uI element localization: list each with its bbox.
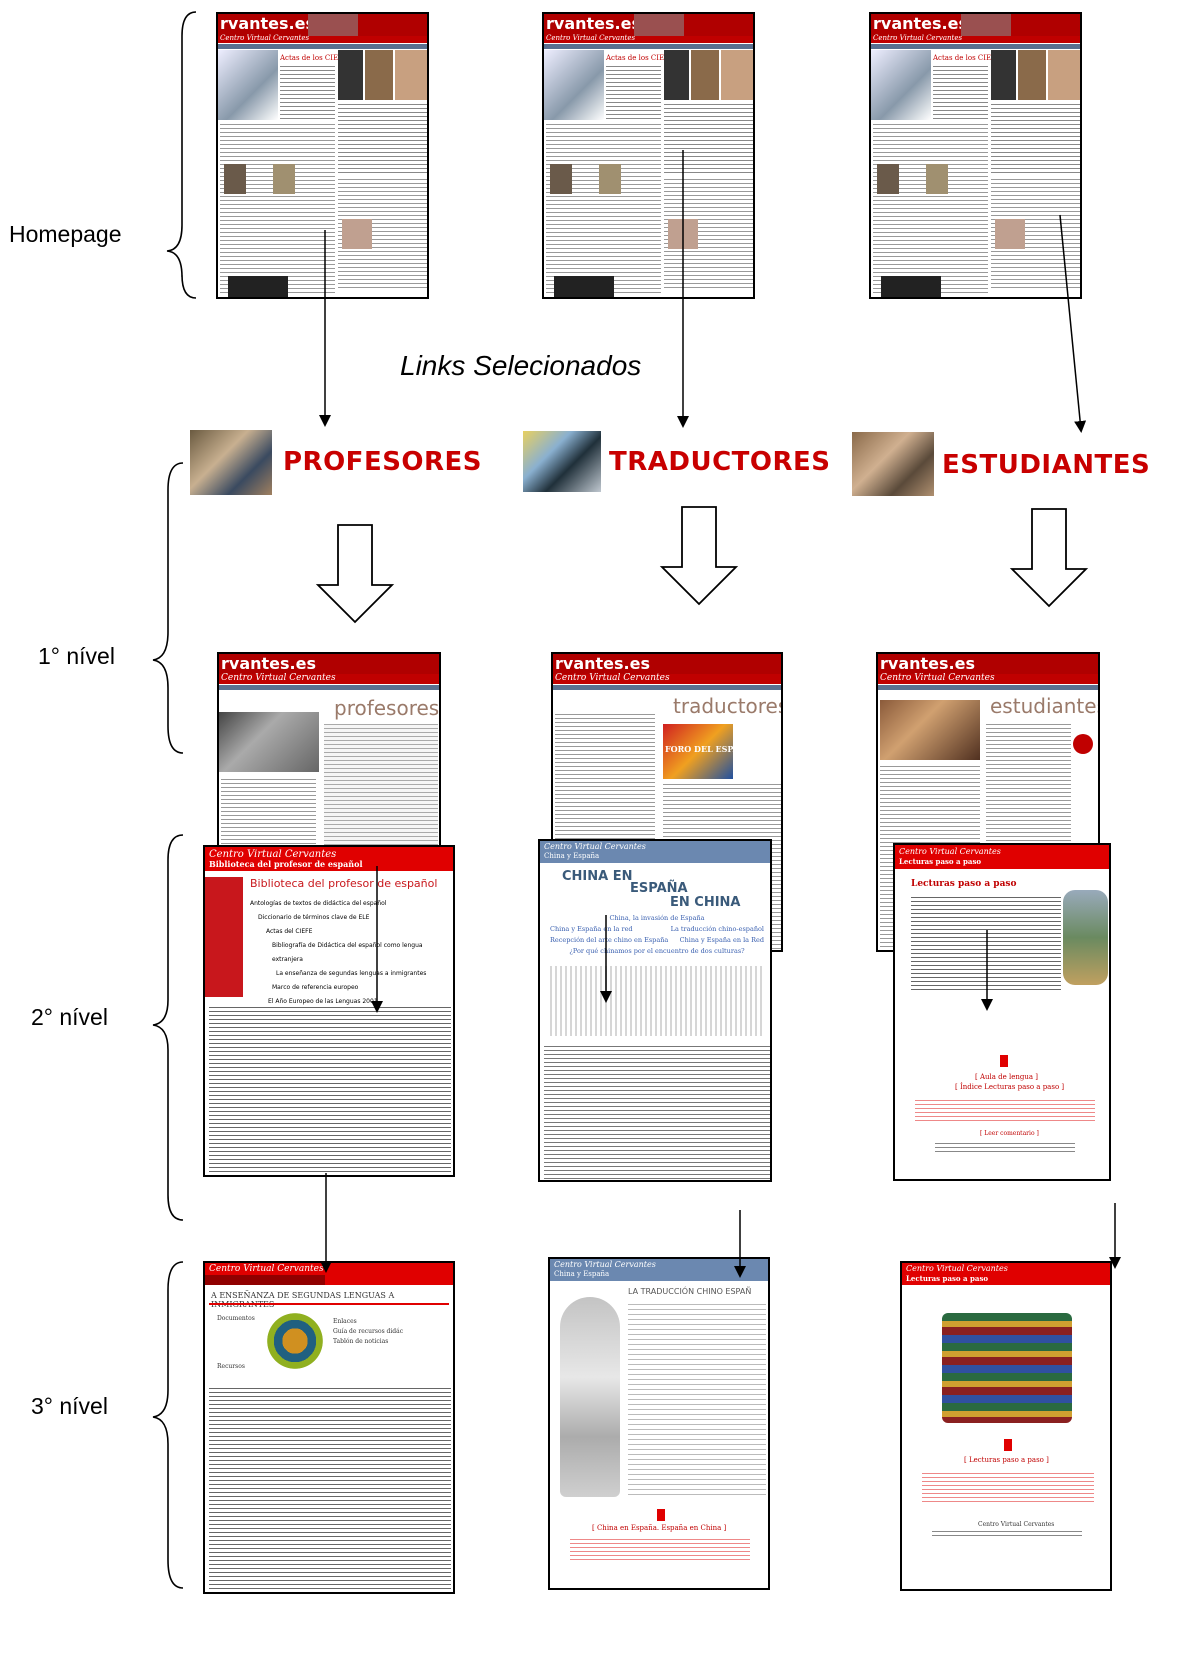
level2-biblioteca-screenshot[interactable]: Centro Virtual Cervantes Biblioteca del … bbox=[203, 845, 455, 1177]
hollow-arrow-traductores bbox=[659, 506, 739, 606]
list-item[interactable]: La enseñanza de segundas lenguas a inmig… bbox=[276, 970, 427, 977]
link-indice[interactable]: [ Índice Lecturas paso a paso ] bbox=[955, 1083, 1065, 1091]
list-item[interactable]: Antologías de textos de didáctica del es… bbox=[250, 900, 387, 907]
level1-brace bbox=[152, 462, 184, 754]
estudiantes-heading[interactable]: ESTUDIANTES bbox=[942, 450, 1151, 480]
page-title: profesores bbox=[334, 696, 440, 720]
site-logo: rvantes.es bbox=[873, 14, 968, 33]
site-bar: Centro Virtual Cervantes bbox=[555, 673, 670, 683]
resources-item[interactable]: Guía de recursos didác bbox=[333, 1328, 404, 1335]
site-bar: Centro Virtual Cervantes bbox=[899, 847, 1001, 856]
list-item[interactable]: Actas del CIEFE bbox=[266, 928, 313, 935]
list-item[interactable]: El Año Europeo de las Lenguas 2001 bbox=[268, 998, 378, 1005]
china-art-3: EN CHINA bbox=[670, 895, 741, 910]
forum-banner: FORO DEL ESPAÑOL bbox=[665, 744, 759, 754]
china-link[interactable]: La traducción chino-español bbox=[670, 925, 764, 933]
level3-brace bbox=[152, 1261, 184, 1589]
site-bar: Centro Virtual Cervantes bbox=[554, 1260, 656, 1269]
biblioteca-list: Antologías de textos de didáctica del es… bbox=[250, 897, 450, 1005]
footer: Centro Virtual Cervantes bbox=[978, 1521, 1055, 1528]
site-sub: Lecturas paso a paso bbox=[899, 857, 982, 866]
level3-label: 3° nível bbox=[31, 1393, 108, 1419]
level3-inmigrantes-screenshot[interactable]: Centro Virtual Cervantes A ENSEÑANZA DE … bbox=[203, 1261, 455, 1594]
site-logo: rvantes.es bbox=[220, 14, 315, 33]
link-aula[interactable]: [ Aula de lengua ] bbox=[975, 1073, 1039, 1081]
estudiantes-thumb bbox=[852, 432, 934, 496]
site-logo: rvantes.es bbox=[221, 654, 316, 673]
page-title: estudiantes bbox=[990, 694, 1100, 718]
resources-list: Enlaces Guía de recursos didác Tablón de… bbox=[333, 1317, 403, 1347]
headline: Actas de los CIEFE bbox=[933, 54, 1002, 62]
site-bar: Centro Virtual Cervantes bbox=[209, 849, 337, 860]
resources-item[interactable]: Enlaces bbox=[333, 1318, 357, 1325]
braces bbox=[152, 11, 197, 1589]
traductores-thumb bbox=[523, 431, 601, 492]
level3-lecturas-screenshot[interactable]: Centro Virtual Cervantes Lecturas paso a… bbox=[900, 1261, 1112, 1591]
level2-china-screenshot[interactable]: Centro Virtual Cervantes China y España … bbox=[538, 839, 772, 1182]
china-link[interactable]: ¿Por qué chinamos por el encuentro de do… bbox=[569, 947, 745, 955]
resources-item[interactable]: Tablón de noticias bbox=[333, 1338, 389, 1345]
traductores-heading[interactable]: TRADUCTORES bbox=[609, 447, 831, 477]
site-bar: Centro Virtual Cervantes bbox=[546, 34, 636, 42]
site-sub: Biblioteca del profesor de español bbox=[209, 859, 363, 869]
homepage-label: Homepage bbox=[9, 221, 122, 247]
site-bar: Centro Virtual Cervantes bbox=[221, 673, 336, 683]
homepage-screenshot-3[interactable]: rvantes.es Centro Virtual Cervantes Acta… bbox=[869, 12, 1082, 299]
homepage-screenshot-1[interactable]: rvantes.es Centro Virtual Cervantes Acta… bbox=[216, 12, 429, 299]
links-selected-title: Links Selecionados bbox=[400, 350, 642, 381]
site-bar: Centro Virtual Cervantes bbox=[544, 842, 646, 851]
page-heading: Biblioteca del profesor de español bbox=[250, 877, 438, 890]
level1-label: 1° nível bbox=[38, 643, 115, 669]
level2-lecturas-screenshot[interactable]: Centro Virtual Cervantes Lecturas paso a… bbox=[893, 843, 1111, 1181]
homepage-screenshot-2[interactable]: rvantes.es Centro Virtual Cervantes Acta… bbox=[542, 12, 755, 299]
hollow-arrow-profesores bbox=[315, 524, 395, 624]
page-title: traductores bbox=[673, 694, 783, 718]
list-item[interactable]: Diccionario de términos clave de ELE bbox=[258, 914, 370, 921]
page-heading: LA TRADUCCIÓN CHINO ESPAÑ bbox=[628, 1287, 752, 1296]
site-sub: Lecturas paso a paso bbox=[906, 1274, 989, 1283]
china-link[interactable]: China y España en la red bbox=[550, 925, 633, 933]
china-link[interactable]: China, la invasión de España bbox=[609, 914, 705, 922]
doc-label[interactable]: Documentos bbox=[217, 1315, 255, 1322]
profesores-heading[interactable]: PROFESORES bbox=[283, 447, 483, 477]
level2-label: 2° nível bbox=[31, 1004, 108, 1030]
page-heading: Lecturas paso a paso bbox=[911, 879, 1017, 889]
profesores-thumb bbox=[190, 430, 272, 495]
site-bar: Centro Virtual Cervantes bbox=[880, 673, 995, 683]
china-link[interactable]: Recepción del arte chino en España bbox=[550, 936, 669, 944]
headline: Actas de los CIEFE bbox=[280, 54, 349, 62]
arrow-home-estudiantes bbox=[1059, 214, 1087, 433]
site-sub: China y España bbox=[544, 852, 600, 860]
rec-label[interactable]: Recursos bbox=[217, 1363, 245, 1370]
site-bar: Centro Virtual Cervantes bbox=[873, 34, 963, 42]
site-bar: Centro Virtual Cervantes bbox=[209, 1264, 324, 1274]
headline: Actas de los CIEFE bbox=[606, 54, 675, 62]
site-bar: Centro Virtual Cervantes bbox=[220, 34, 310, 42]
hollow-arrow-estudiantes bbox=[1009, 508, 1089, 608]
site-logo: rvantes.es bbox=[546, 14, 641, 33]
china-art-1: CHINA EN bbox=[562, 869, 633, 884]
site-logo: rvantes.es bbox=[555, 654, 650, 673]
list-item[interactable]: Marco de referencia europeo bbox=[272, 984, 359, 991]
china-art-2: ESPAÑA bbox=[630, 881, 688, 896]
link-china[interactable]: [ China en España. España en China ] bbox=[592, 1524, 727, 1532]
level3-traduccion-screenshot[interactable]: Centro Virtual Cervantes China y España … bbox=[548, 1257, 770, 1590]
china-links: China, la invasión de España China y Esp… bbox=[550, 913, 764, 957]
homepage-brace bbox=[166, 11, 197, 299]
site-bar: Centro Virtual Cervantes bbox=[906, 1264, 1008, 1273]
site-logo: rvantes.es bbox=[880, 654, 975, 673]
link-lecturas[interactable]: [ Lecturas paso a paso ] bbox=[964, 1456, 1049, 1464]
china-link[interactable]: China y España en la Red bbox=[679, 936, 764, 944]
list-item[interactable]: Bibliografía de Didáctica del español co… bbox=[272, 942, 423, 963]
site-sub: China y España bbox=[554, 1270, 610, 1278]
level2-brace bbox=[152, 834, 184, 1221]
link-comentario[interactable]: [ Leer comentario ] bbox=[980, 1130, 1039, 1137]
